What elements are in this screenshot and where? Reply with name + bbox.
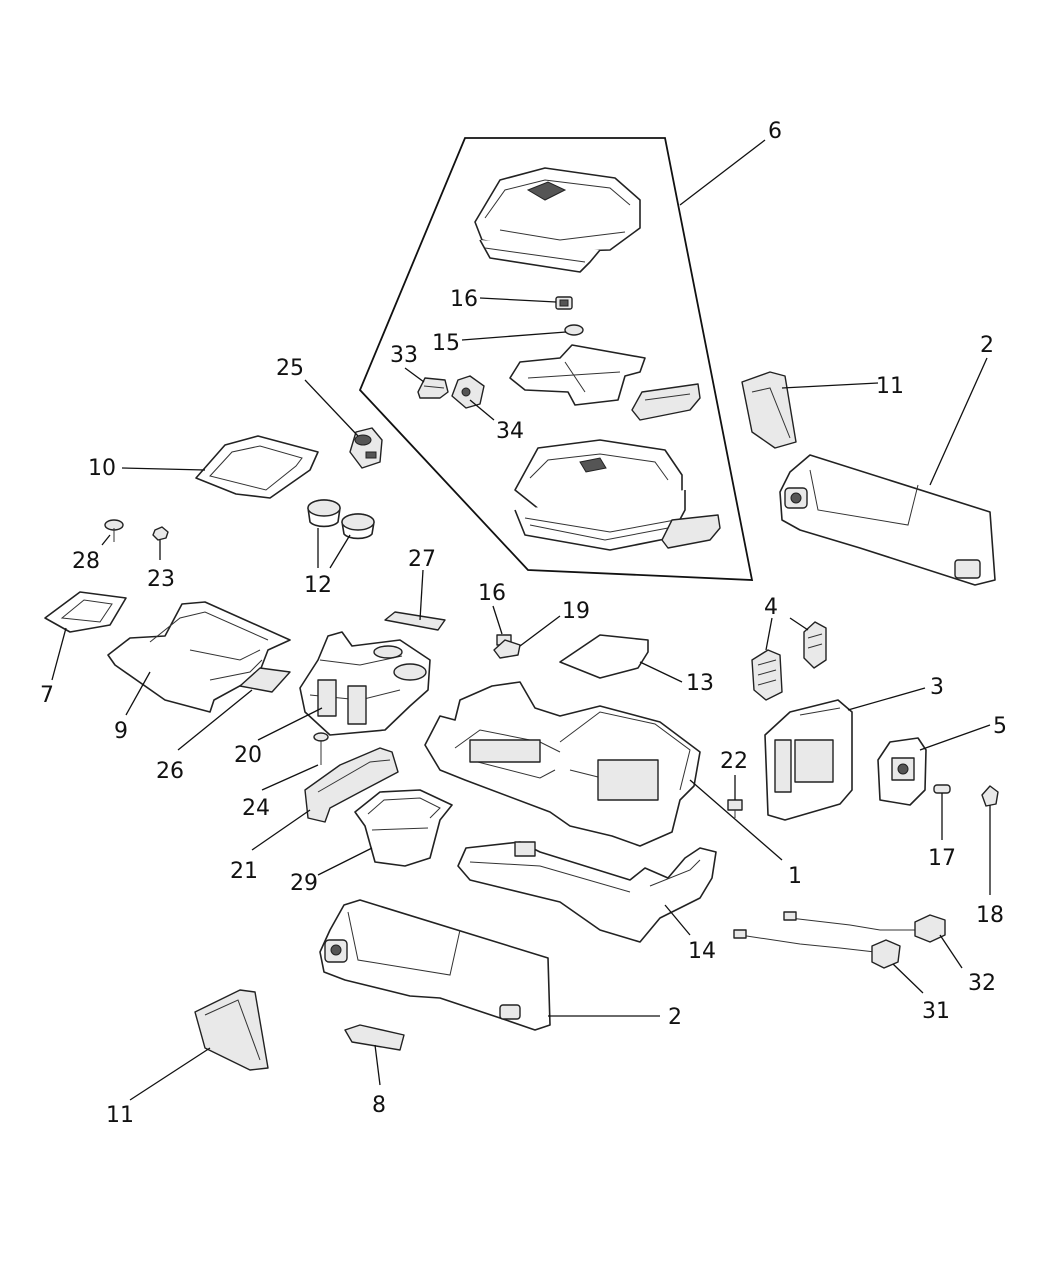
socket-18 [981, 785, 999, 807]
callout-20: 20 [234, 743, 262, 768]
armrest-assembly-boundary [358, 137, 754, 581]
module-4 [751, 621, 827, 701]
bolt-24 [313, 732, 329, 765]
callout-17: 17 [928, 846, 956, 871]
end-cap-11-lower [194, 989, 269, 1071]
leader-lines [51, 139, 991, 1101]
callout-7: 7 [40, 683, 54, 708]
callout-26: 26 [156, 759, 184, 784]
callout-18: 18 [976, 903, 1004, 928]
callout-11-upper: 11 [876, 374, 904, 399]
callout-23: 23 [147, 567, 175, 592]
callout-5: 5 [993, 714, 1007, 739]
callout-10: 10 [88, 456, 116, 481]
air-duct-14 [457, 841, 717, 943]
cup-holder-insert-12 [307, 499, 375, 540]
bezel-10 [195, 435, 319, 499]
callout-2-upper: 2 [980, 333, 994, 358]
end-cap-11-upper [741, 371, 797, 449]
fastener-19 [493, 639, 521, 659]
callout-34: 34 [496, 419, 524, 444]
usb-charger-25 [349, 427, 383, 469]
callout-16-upper: 16 [450, 287, 478, 312]
latch-34 [451, 375, 485, 409]
callout-16-lower: 16 [478, 581, 506, 606]
callout-22: 22 [720, 749, 748, 774]
callout-21: 21 [230, 859, 258, 884]
hinge-bracket-lower [661, 514, 721, 549]
side-panel-2-upper [779, 454, 996, 586]
console-base-1 [424, 681, 701, 847]
nut-23 [152, 526, 169, 541]
callout-31: 31 [922, 999, 950, 1024]
callout-32: 32 [968, 971, 996, 996]
side-panel-2-lower [319, 899, 551, 1031]
callout-15: 15 [432, 331, 460, 356]
callout-6: 6 [768, 119, 782, 144]
callout-24: 24 [242, 796, 270, 821]
shifter-housing-20 [299, 631, 431, 736]
insert-27 [384, 611, 446, 631]
armrest-lid [474, 167, 641, 273]
callout-8: 8 [372, 1093, 386, 1118]
latch-33 [417, 377, 449, 399]
pin-15 [564, 324, 584, 336]
callout-33: 33 [390, 343, 418, 368]
callout-28: 28 [72, 549, 100, 574]
callout-11-lower: 11 [106, 1103, 134, 1128]
clip-16-upper [555, 296, 573, 310]
callout-3: 3 [930, 675, 944, 700]
callout-27: 27 [408, 547, 436, 572]
tray-7 [44, 591, 127, 633]
pad-8 [344, 1024, 405, 1051]
callout-4: 4 [764, 595, 778, 620]
callout-9: 9 [114, 719, 128, 744]
harness-31 [733, 929, 901, 969]
screw-28 [104, 519, 124, 542]
top-plate-9 [107, 601, 291, 713]
cover-26 [239, 667, 291, 693]
hinge-bracket-upper [631, 383, 701, 421]
callout-1: 1 [788, 864, 802, 889]
callout-13: 13 [686, 671, 714, 696]
callout-29: 29 [290, 871, 318, 896]
mat-13 [559, 634, 649, 679]
usb-panel-5 [877, 737, 927, 806]
storage-bin-29 [354, 789, 453, 867]
rear-bezel-3 [764, 699, 853, 821]
lamp-17 [933, 784, 951, 794]
callout-labels: 6 16 15 33 34 25 10 11 2 28 23 12 27 16 … [40, 119, 1007, 1128]
bracket-21 [304, 747, 399, 823]
callout-14: 14 [688, 939, 716, 964]
armrest-hinge-plate [509, 344, 646, 406]
callout-12: 12 [304, 573, 332, 598]
callout-25: 25 [276, 356, 304, 381]
callout-19: 19 [562, 599, 590, 624]
armrest-bin [514, 439, 686, 551]
harness-32 [783, 911, 946, 943]
callout-2-lower: 2 [668, 1005, 682, 1030]
